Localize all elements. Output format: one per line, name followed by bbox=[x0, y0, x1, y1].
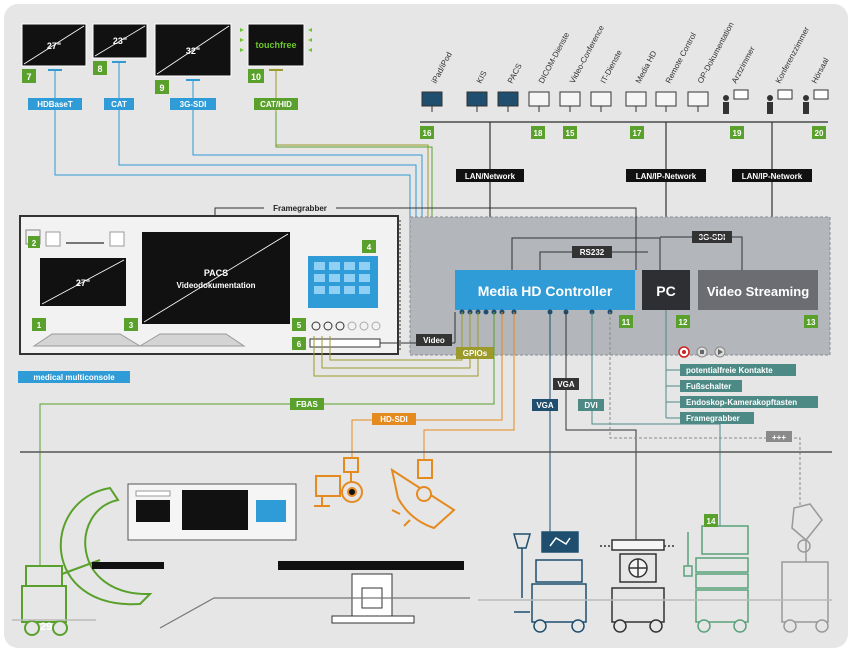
device-num-17: 17 bbox=[633, 129, 642, 138]
monitor-8: 23" 8 bbox=[92, 23, 148, 98]
console-num-4: 4 bbox=[367, 243, 372, 252]
device-icon-11 bbox=[803, 89, 829, 114]
monitor-8-number: 8 bbox=[97, 64, 102, 74]
device-num-18: 18 bbox=[534, 129, 543, 138]
xray-cart-icon bbox=[600, 539, 676, 633]
device-icon-10 bbox=[767, 89, 793, 114]
device-icon-1 bbox=[466, 91, 488, 112]
link-hdbaset: HDBaseT bbox=[37, 100, 73, 109]
monitor-9-number: 9 bbox=[159, 83, 164, 93]
camera-icon bbox=[314, 457, 363, 507]
monitor-9: 32" 9 bbox=[154, 23, 232, 98]
device-icon-6 bbox=[625, 91, 647, 112]
link-gpios: GPIOs bbox=[463, 349, 488, 358]
device-icons bbox=[421, 89, 829, 114]
wall-panel bbox=[127, 483, 297, 541]
video-streaming-box: Video Streaming 13 bbox=[698, 270, 818, 328]
console-num-3: 3 bbox=[129, 321, 134, 330]
controller-label: Media HD Controller bbox=[478, 283, 613, 299]
monitor-10-label: touchfree bbox=[255, 40, 296, 50]
device-icon-7 bbox=[655, 91, 677, 112]
streaming-label: Video Streaming bbox=[707, 284, 809, 299]
link-lan-ip-network-1: LAN/IP-Network bbox=[636, 172, 697, 181]
device-num-20: 20 bbox=[815, 129, 824, 138]
link-cat: CAT bbox=[111, 100, 127, 109]
device-icon-8 bbox=[687, 91, 709, 112]
monitor-7-size: 27" bbox=[47, 41, 61, 51]
console-pacs-subtitle: Videodokumentation bbox=[177, 281, 256, 290]
pc-io-list: potentialfreie Kontakte Fußschalter Endo… bbox=[665, 310, 818, 424]
console-caption: medical multiconsole bbox=[33, 373, 115, 382]
or-lamp-icon bbox=[390, 459, 456, 530]
link-plus: +++ bbox=[772, 433, 786, 442]
pc-label: PC bbox=[656, 283, 675, 299]
console-pacs-title: PACS bbox=[204, 268, 228, 278]
link-framegrabber: Framegrabber bbox=[273, 204, 327, 213]
pc-io-framegrabber: Framegrabber bbox=[686, 414, 740, 423]
c-arm-icon bbox=[21, 486, 153, 636]
ultrasound-cart-icon bbox=[513, 531, 587, 633]
medical-multiconsole: 2 27" PACS Videodokumentation 4 1 3 5 bbox=[19, 215, 401, 355]
link-dvi: DVI bbox=[584, 401, 597, 410]
device-num-19: 19 bbox=[733, 129, 742, 138]
link-video: Video bbox=[423, 336, 445, 345]
device-icon-4 bbox=[559, 91, 581, 112]
link-vga-2: VGA bbox=[557, 380, 575, 389]
device-icon-3 bbox=[528, 91, 550, 112]
device-icon-2 bbox=[497, 91, 519, 112]
pc-io-footswitch: Fußschalter bbox=[686, 382, 731, 391]
device-icon-5 bbox=[590, 91, 612, 112]
microscope-icon bbox=[781, 503, 829, 633]
pc-box: PC 12 bbox=[642, 270, 690, 328]
link-cat-hid: CAT/HID bbox=[260, 100, 292, 109]
console-screen-size: 27" bbox=[76, 278, 90, 288]
monitor-10-number: 10 bbox=[251, 72, 261, 82]
console-num-5: 5 bbox=[297, 321, 302, 330]
link-rs232: RS232 bbox=[580, 248, 605, 257]
link-hd-sdi: HD-SDI bbox=[380, 415, 408, 424]
streaming-number: 13 bbox=[807, 318, 816, 327]
device-numbers: 16 18 15 17 19 20 bbox=[420, 126, 826, 139]
or-table-icon bbox=[278, 561, 464, 624]
monitor-7: 27" 7 bbox=[21, 23, 87, 98]
link-3g-sdi: 3G-SDI bbox=[180, 100, 207, 109]
link-lan-network: LAN/Network bbox=[465, 172, 516, 181]
link-vga-1: VGA bbox=[536, 401, 554, 410]
pc-number: 12 bbox=[679, 318, 688, 327]
device-num-16: 16 bbox=[423, 129, 432, 138]
monitor-7-number: 7 bbox=[26, 72, 31, 82]
page-number: 29 bbox=[40, 621, 52, 633]
device-num-14: 14 bbox=[707, 517, 716, 526]
monitor-9-size: 32" bbox=[186, 46, 200, 56]
monitor-10-touchfree: touchfree 10 bbox=[240, 23, 312, 98]
media-hd-controller: Media HD Controller 11 bbox=[455, 270, 635, 328]
endoscopy-tower-icon bbox=[683, 525, 749, 633]
device-num-15: 15 bbox=[566, 129, 575, 138]
device-icon-9 bbox=[723, 89, 749, 114]
console-num-6: 6 bbox=[297, 340, 302, 349]
link-lan-ip-network-2: LAN/IP-Network bbox=[742, 172, 803, 181]
controller-number: 11 bbox=[622, 318, 631, 327]
device-icon-0 bbox=[421, 91, 443, 112]
pc-io-contacts: potentialfreie Kontakte bbox=[686, 366, 773, 375]
monitor-8-size: 23" bbox=[113, 36, 127, 46]
console-num-2: 2 bbox=[32, 239, 37, 248]
link-fbas: FBAS bbox=[296, 400, 318, 409]
pc-io-endoscope: Endoskop-Kamerakopftasten bbox=[686, 398, 797, 407]
console-num-1: 1 bbox=[37, 321, 42, 330]
